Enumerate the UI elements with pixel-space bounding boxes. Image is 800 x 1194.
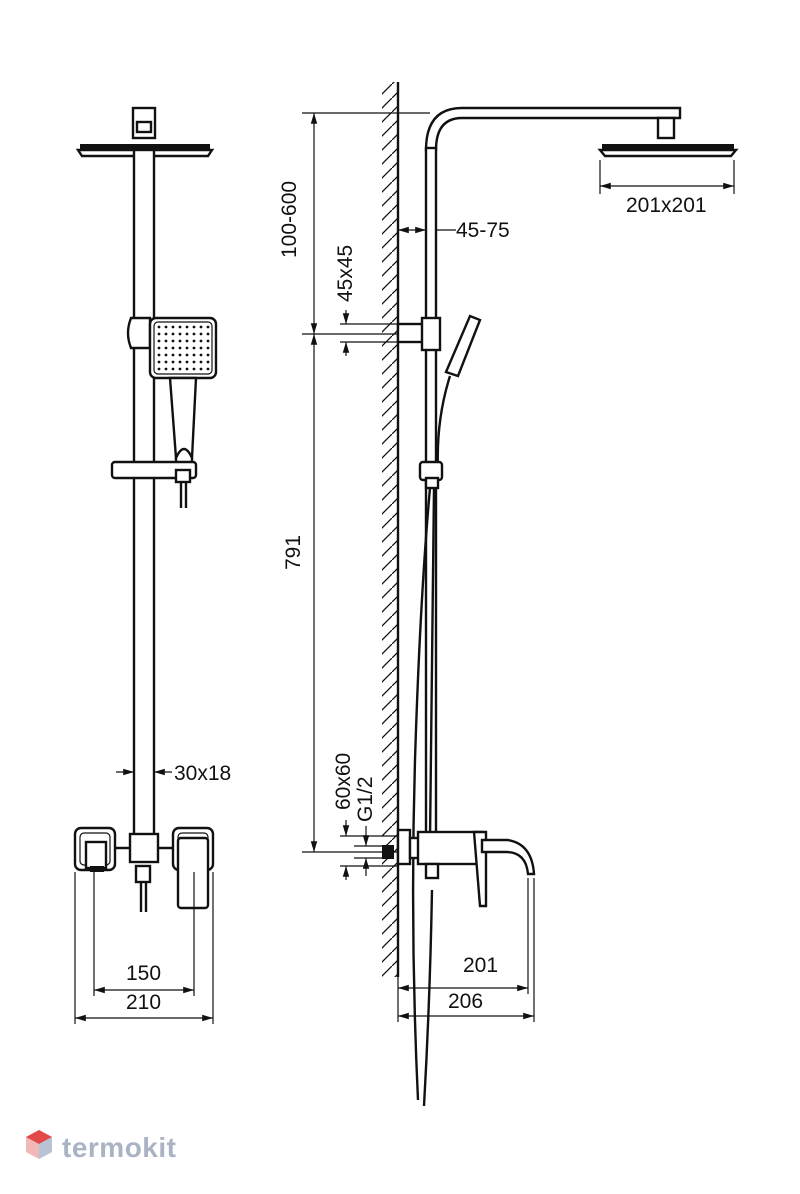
hand-shower-nozzles [157, 325, 210, 371]
dim-total-depth: 206 [448, 990, 483, 1013]
nozzle-dot [185, 360, 189, 364]
nozzle-dot [164, 339, 168, 343]
nozzle-dot [185, 325, 189, 329]
nozzle-dot [157, 346, 161, 350]
mixer-body-front [128, 832, 160, 864]
hand-shower-handle-front [168, 376, 198, 460]
nozzle-dot [206, 367, 210, 371]
nozzle-dot [178, 353, 182, 357]
dim-bar-length: 791 [282, 535, 305, 570]
nozzle-dot [192, 332, 196, 336]
rain-head-side [602, 144, 734, 151]
dim-spout-reach: 201 [463, 954, 498, 977]
nozzle-dot [178, 367, 182, 371]
nozzle-dot [171, 339, 175, 343]
nozzle-dot [206, 325, 210, 329]
hand-shower-side [444, 314, 482, 378]
vertical-bar-front [132, 148, 156, 837]
dim-arm-offset: 45-75 [456, 219, 510, 242]
dim-height-range: 100-600 [278, 181, 301, 258]
nozzle-dot [192, 353, 196, 357]
nozzle-dot [206, 339, 210, 343]
mixer-lever-front [176, 836, 210, 910]
brand-logo-icon [26, 1130, 52, 1159]
nozzle-dot [199, 346, 203, 350]
nozzle-dot [199, 360, 203, 364]
dim-inlet-spacing: 150 [126, 962, 161, 985]
nozzle-dot [178, 360, 182, 364]
brand-watermark: termokit [24, 1128, 176, 1168]
nozzle-dot [199, 353, 203, 357]
nozzle-dot [164, 332, 168, 336]
nozzle-dot [157, 360, 161, 364]
nozzle-dot [185, 346, 189, 350]
nozzle-dot [199, 325, 203, 329]
nozzle-dot [199, 332, 203, 336]
nozzle-dot [206, 332, 210, 336]
nozzle-dot [185, 353, 189, 357]
nozzle-dot [206, 346, 210, 350]
nozzle-dot [171, 353, 175, 357]
nozzle-dot [164, 353, 168, 357]
nozzle-dot [171, 325, 175, 329]
nozzle-dot [171, 332, 175, 336]
mixer-flange-side [396, 828, 412, 866]
wall-hatch [382, 82, 398, 977]
brand-name: termokit [62, 1132, 177, 1163]
nozzle-dot [192, 325, 196, 329]
spout-side [480, 838, 536, 876]
dim-head-size: 201x201 [626, 194, 707, 217]
nozzle-dot [157, 332, 161, 336]
nozzle-dot [164, 367, 168, 371]
nozzle-dot [178, 325, 182, 329]
nozzle-dot [178, 339, 182, 343]
dim-mixer-block: 60x60 [332, 753, 355, 810]
dim-bracket: 45x45 [334, 245, 357, 302]
nozzle-dot [164, 360, 168, 364]
nozzle-dot [192, 360, 196, 364]
shower-hose [411, 487, 432, 1101]
dim-thread: G1/2 [354, 776, 377, 822]
side-view: 201x201 45-75 100-600 45x45 791 60x60 G1… [278, 82, 739, 1107]
nozzle-dot [157, 339, 161, 343]
nozzle-dot [171, 360, 175, 364]
nozzle-dot [171, 367, 175, 371]
nozzle-dot [164, 325, 168, 329]
nozzle-dot [199, 367, 203, 371]
overhead-arm [424, 106, 682, 152]
nozzle-dot [157, 325, 161, 329]
nozzle-dot [206, 360, 210, 364]
nozzle-dot [164, 346, 168, 350]
nozzle-dot [192, 367, 196, 371]
nozzle-dot [178, 346, 182, 350]
nozzle-dot [157, 367, 161, 371]
nozzle-dot [206, 353, 210, 357]
nozzle-dot [185, 367, 189, 371]
nozzle-dot [192, 339, 196, 343]
nozzle-dot [171, 346, 175, 350]
nozzle-dot [192, 346, 196, 350]
nozzle-dot [157, 353, 161, 357]
dim-tube: 30x18 [174, 762, 231, 785]
front-view: 30x18 150 210 [73, 106, 231, 1024]
nozzle-dot [199, 339, 203, 343]
nozzle-dot [185, 332, 189, 336]
mixer-body-side [416, 830, 484, 866]
dim-mixer-width: 210 [126, 991, 161, 1014]
nozzle-dot [178, 332, 182, 336]
nozzle-dot [185, 339, 189, 343]
